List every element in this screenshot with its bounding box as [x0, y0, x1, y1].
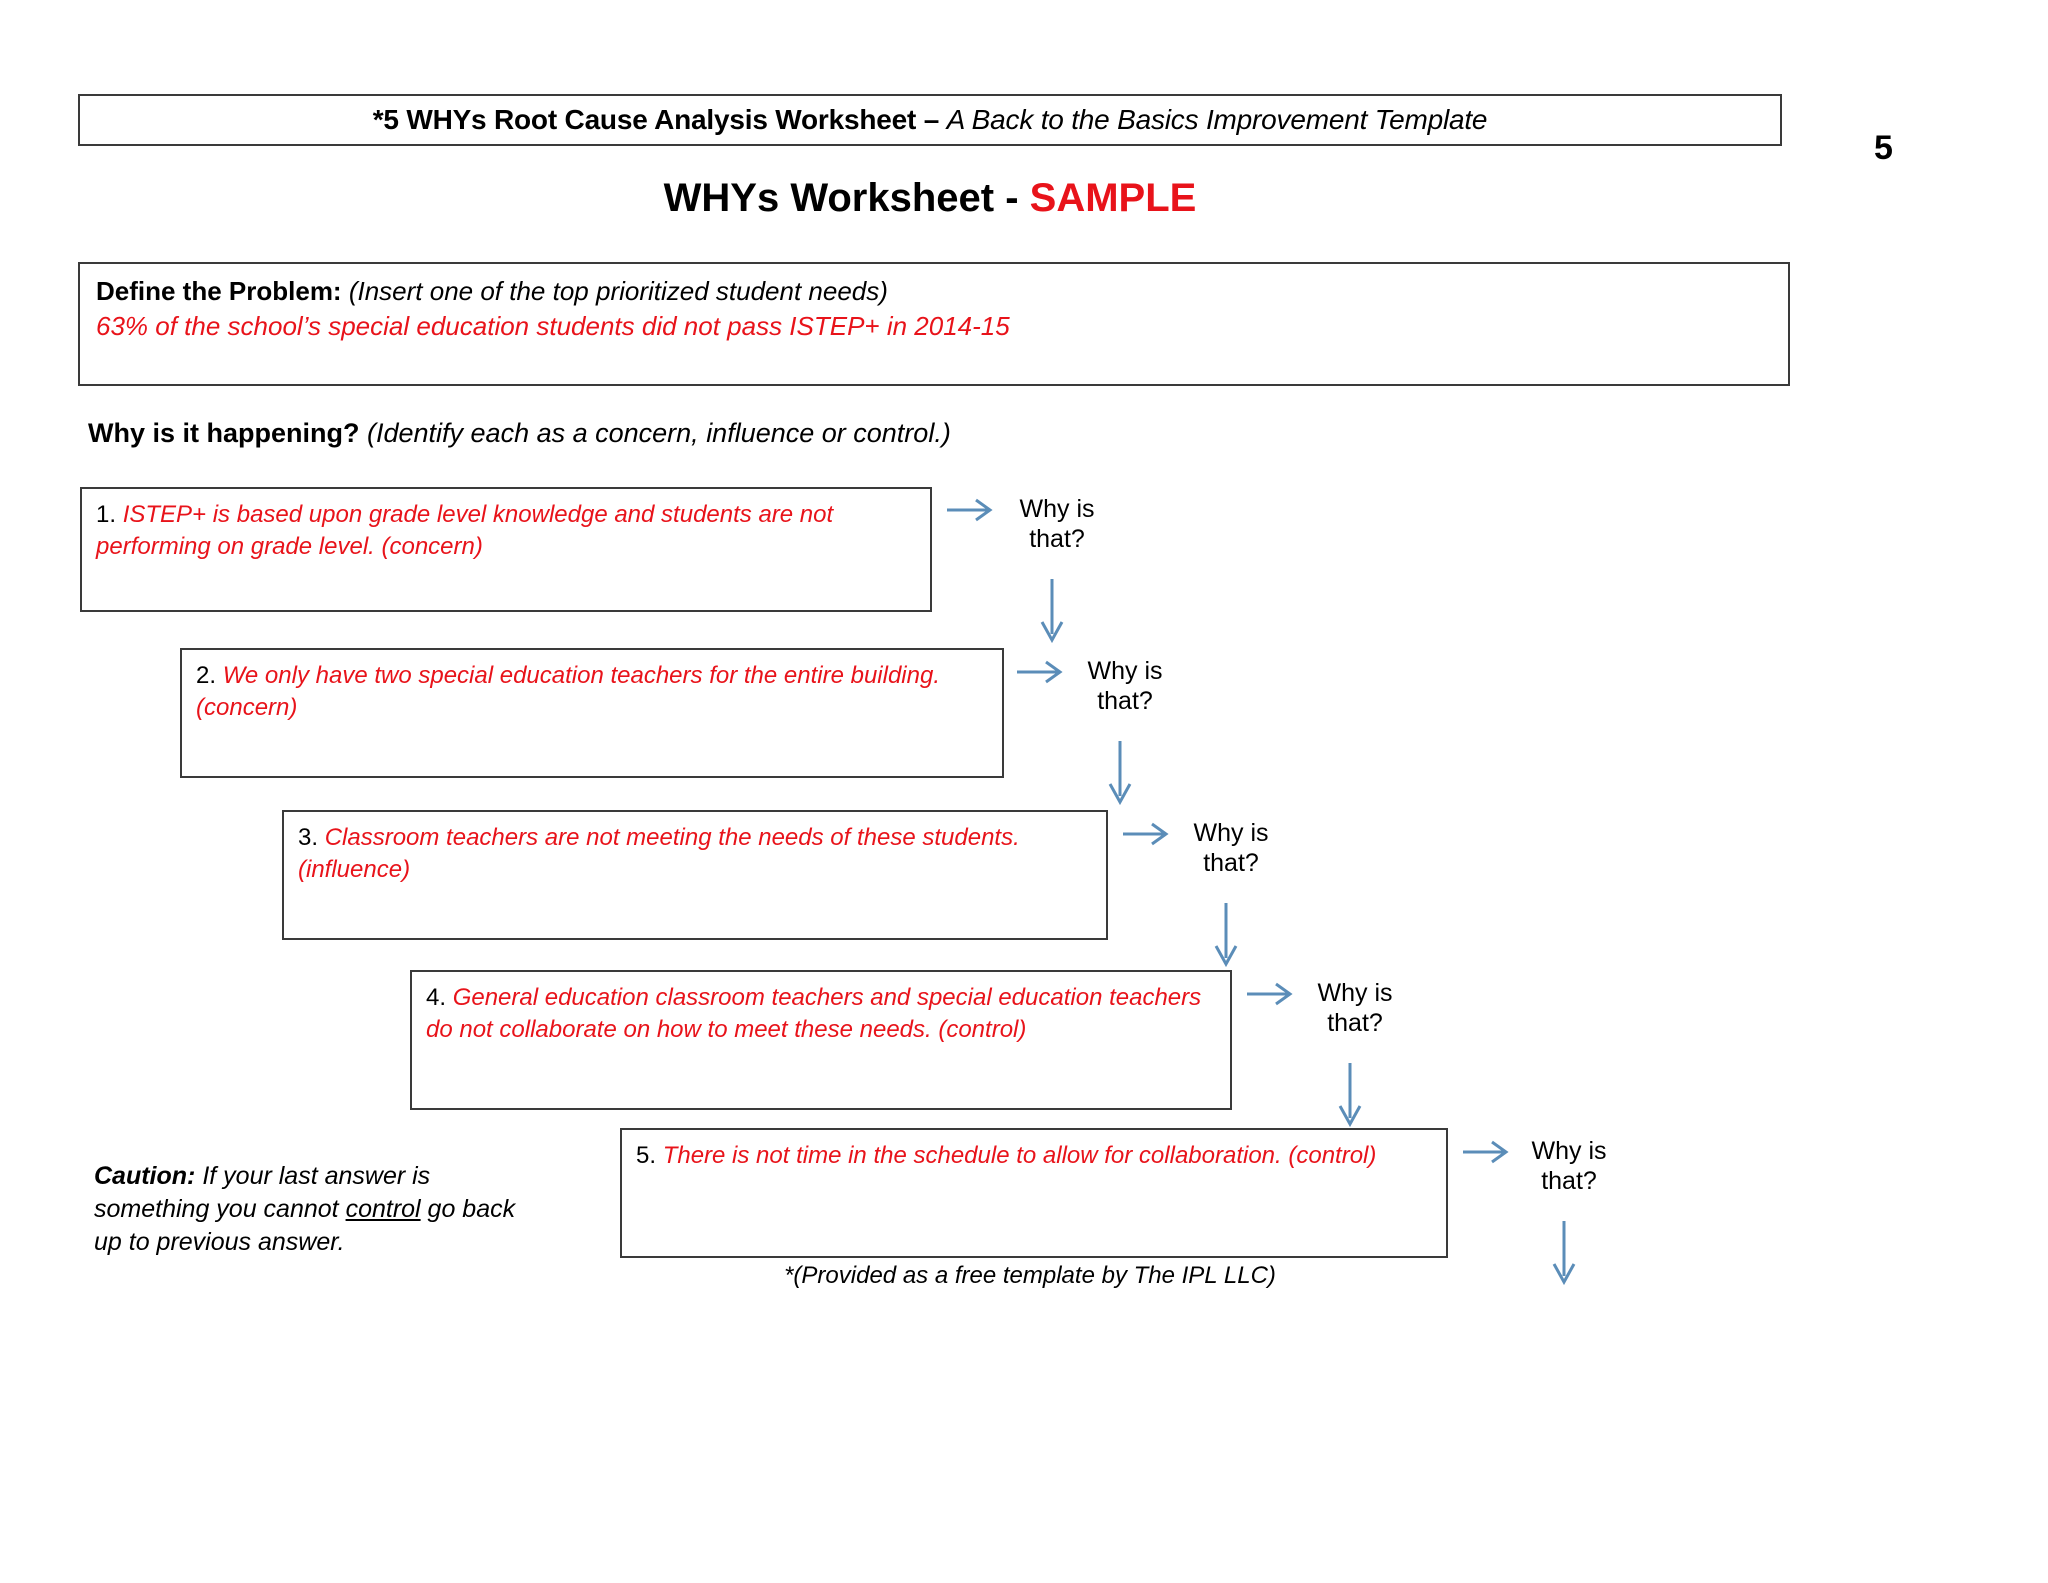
define-problem-box[interactable]: Define the Problem: (Insert one of the t… — [78, 262, 1790, 386]
caution-note: Caution: If your last answer is somethin… — [94, 1160, 534, 1259]
why-that-line2-1: that? — [1029, 525, 1085, 553]
arrow-right-icon-4 — [1247, 982, 1293, 1006]
why-box-1-text: 1. ISTEP+ is based upon grade level know… — [96, 499, 918, 563]
why-box-4[interactable]: 4. General education classroom teachers … — [410, 970, 1232, 1110]
why-that-label-1: Why is that? — [992, 494, 1122, 554]
define-problem-label: Define the Problem: — [96, 276, 349, 306]
caution-underlined-word: control — [345, 1195, 421, 1223]
why-box-2-answer: We only have two special education teach… — [196, 662, 941, 721]
why-box-3-number: 3. — [298, 824, 325, 851]
why-box-2-text: 2. We only have two special education te… — [196, 660, 990, 724]
worksheet-title-text: *5 WHYs Root Cause Analysis Worksheet – … — [373, 104, 1488, 136]
why-box-5[interactable]: 5. There is not time in the schedule to … — [620, 1128, 1448, 1258]
page-title-prefix: WHYs Worksheet - — [663, 176, 1030, 220]
why-box-1-answer: ISTEP+ is based upon grade level knowled… — [96, 501, 834, 560]
caution-part1: If your last answer is something you can… — [94, 1162, 431, 1223]
why-box-5-number: 5. — [636, 1142, 663, 1169]
why-that-line1-5: Why is — [1531, 1137, 1607, 1165]
define-problem-instruction: (Insert one of the top prioritized stude… — [348, 276, 888, 306]
why-box-4-text: 4. General education classroom teachers … — [426, 982, 1218, 1046]
why-box-2-number: 2. — [196, 662, 223, 689]
arrow-right-icon-5 — [1463, 1140, 1509, 1164]
page-number: 5 — [1874, 129, 1893, 167]
arrow-down-icon-4 — [1338, 1063, 1362, 1128]
why-that-label-4: Why is that? — [1290, 978, 1420, 1038]
why-happening-instruction: (Identify each as a concern, influence o… — [367, 418, 951, 448]
why-that-line1-2: Why is — [1087, 657, 1163, 685]
arrow-right-icon-2 — [1017, 660, 1063, 684]
why-box-3-answer: Classroom teachers are not meeting the n… — [298, 824, 1020, 883]
why-that-line2-4: that? — [1327, 1009, 1383, 1037]
template-credit: *(Provided as a free template by The IPL… — [784, 1262, 1276, 1289]
caution-label: Caution: — [94, 1162, 203, 1190]
why-that-label-3: Why is that? — [1166, 818, 1296, 878]
why-happening-label: Why is it happening? — [88, 418, 367, 448]
why-that-line2-3: that? — [1203, 849, 1259, 877]
arrow-right-icon-3 — [1123, 822, 1169, 846]
why-box-4-answer: General education classroom teachers and… — [426, 984, 1202, 1043]
arrow-down-icon-3 — [1214, 903, 1238, 968]
why-that-line2-5: that? — [1541, 1167, 1597, 1195]
worksheet-title-bar: *5 WHYs Root Cause Analysis Worksheet – … — [78, 94, 1782, 146]
why-box-1[interactable]: 1. ISTEP+ is based upon grade level know… — [80, 487, 932, 612]
why-that-label-5: Why is that? — [1504, 1136, 1634, 1196]
why-box-4-number: 4. — [426, 984, 453, 1011]
why-box-2[interactable]: 2. We only have two special education te… — [180, 648, 1004, 778]
page-title-sample-badge: SAMPLE — [1029, 176, 1197, 220]
define-problem-answer: 63% of the school’s special education st… — [96, 311, 1010, 342]
why-box-5-answer: There is not time in the schedule to all… — [662, 1142, 1377, 1169]
arrow-down-icon-2 — [1108, 741, 1132, 806]
why-that-line1-1: Why is — [1019, 495, 1095, 523]
define-problem-prompt: Define the Problem: (Insert one of the t… — [96, 274, 1774, 309]
worksheet-title-bold: *5 WHYs Root Cause Analysis Worksheet – — [372, 104, 947, 135]
why-box-3-text: 3. Classroom teachers are not meeting th… — [298, 822, 1094, 886]
why-that-line1-4: Why is — [1317, 979, 1393, 1007]
worksheet-title-italic: A Back to the Basics Improvement Templat… — [946, 104, 1488, 135]
why-box-5-text: 5. There is not time in the schedule to … — [636, 1140, 1434, 1172]
why-box-1-number: 1. — [96, 501, 123, 528]
why-that-line2-2: that? — [1097, 687, 1153, 715]
caution-part2: go back up to previous answer. — [94, 1195, 516, 1256]
why-that-line1-3: Why is — [1193, 819, 1269, 847]
why-box-3[interactable]: 3. Classroom teachers are not meeting th… — [282, 810, 1108, 940]
page-title: WHYs Worksheet - SAMPLE — [0, 176, 1860, 221]
arrow-down-icon-5 — [1552, 1221, 1576, 1286]
arrow-right-icon-1 — [947, 498, 993, 522]
why-that-label-2: Why is that? — [1060, 656, 1190, 716]
why-happening-prompt: Why is it happening? (Identify each as a… — [88, 418, 951, 449]
arrow-down-icon-1 — [1040, 579, 1064, 644]
